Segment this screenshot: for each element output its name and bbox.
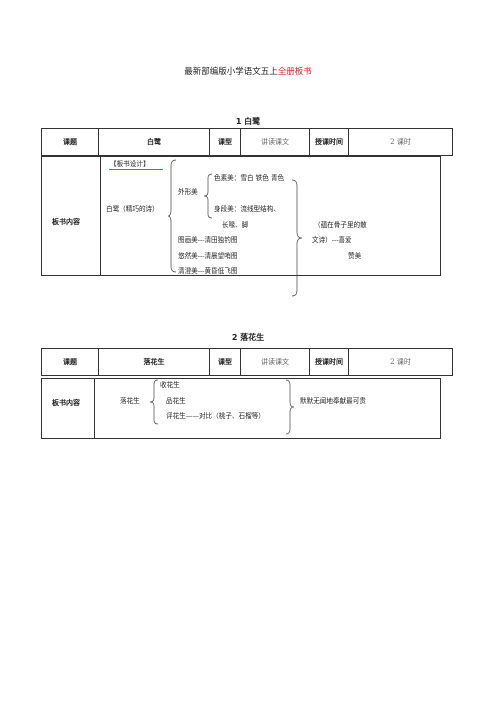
lesson-hours-value: 2 课时 bbox=[348, 348, 453, 376]
board-root: 白鹭（精巧的诗） bbox=[106, 205, 159, 213]
board-root: 落花生 bbox=[120, 397, 140, 405]
topic-value: 落花生 bbox=[98, 348, 210, 376]
lesson-2-heading: 2 落花生 bbox=[231, 333, 265, 342]
lesson-type-label: 课型 bbox=[209, 128, 241, 156]
board-body-cont: 长喙、脚 bbox=[222, 221, 249, 229]
board-right-2: 文诗）---喜爱 bbox=[312, 236, 352, 244]
lesson-2-board-label: 板书内容 bbox=[52, 399, 80, 407]
board-item-1: 收花生 bbox=[160, 381, 180, 389]
lesson-1-board-label: 板书内容 bbox=[52, 218, 80, 226]
brace-left-large bbox=[167, 159, 177, 273]
board-scene-1: 图画美---清田独钓图 bbox=[178, 236, 238, 244]
board-scene-3: 清澄美---黄昏低飞图 bbox=[178, 267, 238, 275]
lesson-1-heading: 1 白鹭 bbox=[235, 117, 261, 126]
teaching-time-label: 授课时间 bbox=[309, 348, 349, 376]
brace-appearance bbox=[203, 173, 213, 219]
board-body-beauty: 身段美：流线型结构、 bbox=[214, 205, 280, 213]
board-item-2: 品花生 bbox=[166, 397, 186, 405]
board-right-3: 赞美 bbox=[348, 252, 362, 260]
lesson-1-board-box bbox=[41, 156, 441, 276]
lesson-type-value: 讲读课文 bbox=[240, 348, 310, 376]
board-right-1: （蕴在骨子里的散 bbox=[314, 221, 367, 229]
document-title-highlight: 全册板书 bbox=[277, 67, 312, 77]
document-title-main: 最新部编版小学语文五上 bbox=[184, 67, 278, 77]
brace-right-small bbox=[285, 379, 295, 435]
banner-underline bbox=[109, 169, 163, 170]
topic-value: 白鹭 bbox=[98, 128, 210, 156]
lesson-1-header-table: 课题 白鹭 课型 讲读课文 授课时间 2 课时 bbox=[41, 128, 453, 156]
board-appearance: 外形美 bbox=[178, 188, 198, 196]
lesson-hours-value: 2 课时 bbox=[348, 128, 453, 156]
column-divider bbox=[100, 157, 101, 275]
lesson-type-label: 课型 bbox=[209, 348, 241, 376]
column-divider bbox=[94, 379, 95, 438]
teaching-time-label: 授课时间 bbox=[309, 128, 349, 156]
topic-label: 课题 bbox=[41, 128, 99, 156]
document-title: 最新部编版小学语文五上全册板书 bbox=[0, 65, 496, 77]
board-item-3: 评花生——对比（桃子、石榴等） bbox=[166, 412, 265, 420]
lesson-2-header-table: 课题 落花生 课型 讲读课文 授课时间 2 课时 bbox=[41, 348, 453, 376]
topic-label: 课题 bbox=[41, 348, 99, 376]
board-design-banner: 【板书设计】 bbox=[110, 160, 150, 168]
lesson-2-board-box bbox=[41, 378, 441, 439]
lesson-type-value: 讲读课文 bbox=[240, 128, 310, 156]
brace-right-large bbox=[291, 179, 303, 297]
board-scene-2: 悠然美---清晨望哨图 bbox=[178, 252, 238, 260]
board-conclusion: 默默无闻地奉献最可贵 bbox=[300, 397, 366, 405]
brace-left-small bbox=[149, 379, 159, 425]
board-color-beauty: 色素美：雪白 铁色 青色 bbox=[214, 174, 285, 182]
